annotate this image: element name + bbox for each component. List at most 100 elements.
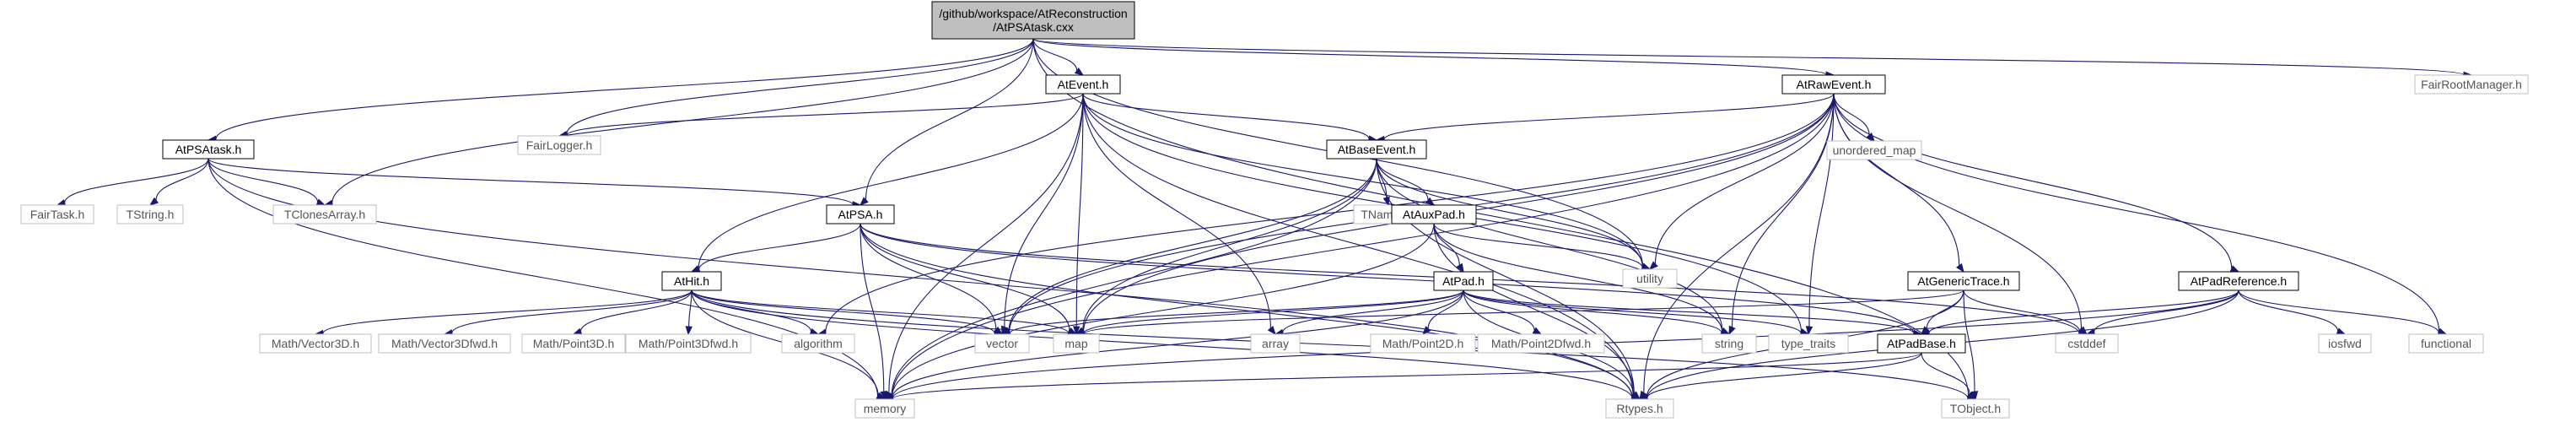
node-AtEvent[interactable]: AtEvent.h [1045, 74, 1121, 95]
edge-AtPSAtask-to-FairTask [56, 158, 209, 207]
node-label: AtEvent.h [1058, 78, 1109, 91]
node-box [272, 204, 377, 225]
node-type_traits: type_traits [1768, 333, 1849, 354]
node-box [661, 271, 722, 291]
node-functional: functional [2408, 333, 2484, 354]
node-AtPSA[interactable]: AtPSA.h [826, 204, 895, 225]
edge-AtEvent-to-map [1073, 93, 1084, 336]
node-label: TObject.h [1950, 402, 2001, 415]
node-label: AtPSAtask.h [175, 143, 242, 156]
node-label: Math/Vector3D.h [272, 337, 359, 350]
node-box [1045, 74, 1121, 95]
edge-root-to-FairLogger [558, 38, 1034, 138]
node-AtAuxPad[interactable]: AtAuxPad.h [1391, 204, 1477, 225]
edge-AtPadBase-to-TObject [1921, 352, 1977, 400]
edge-AtRawEvent-to-memory [883, 93, 1835, 401]
node-label: Rtypes.h [1616, 402, 1663, 415]
node-AtBaseEvent[interactable]: AtBaseEvent.h [1326, 139, 1427, 160]
node-AtPadReference[interactable]: AtPadReference.h [2178, 271, 2299, 291]
node-MathPoint3Dfwd: Math/Point3Dfwd.h [625, 333, 752, 354]
edge-AtPadReference-to-cstddef [2085, 289, 2239, 336]
edge-root-to-AtPSA [860, 38, 1034, 206]
edge-AtRawEvent-to-AtPadReference [1833, 93, 2240, 273]
edge-AtPadReference-to-iosfwd [2238, 289, 2347, 335]
node-label: TString.h [127, 208, 175, 221]
node-iosfwd: iosfwd [2318, 333, 2372, 354]
edge-AtEvent-to-vector [1001, 93, 1084, 336]
node-box [1768, 333, 1849, 354]
node-label: functional [2421, 337, 2471, 350]
node-TString: TString.h [116, 204, 184, 225]
edge-AtPad-to-AtPadBase [1463, 289, 1923, 338]
node-box [1781, 74, 1886, 95]
edge-AtRawEvent-to-AtGenericTrace [1833, 93, 1964, 273]
node-root[interactable]: /github/workspace/AtReconstruction/AtPSA… [931, 1, 1135, 40]
node-box [2178, 271, 2299, 291]
node-algorithm: algorithm [781, 333, 855, 354]
edge-AtEvent-to-memory [884, 93, 1084, 401]
node-label: AtGenericTrace.h [1917, 274, 2009, 288]
node-label: unordered_map [1833, 143, 1916, 157]
edge-AtHit-to-vector [691, 289, 1004, 337]
node-label: utility [1636, 272, 1663, 285]
edge-AtPad-to-MathPoint2Dfwd [1463, 289, 1543, 335]
node-box [625, 333, 752, 354]
node-FairTask: FairTask.h [20, 204, 94, 225]
node-label: Math/Point3D.h [533, 337, 615, 350]
graph-nodes: /github/workspace/AtReconstruction/AtPSA… [20, 1, 2529, 419]
node-box [931, 1, 1135, 40]
edge-root-to-TClonesArray [323, 38, 1034, 207]
node-box [1477, 333, 1605, 354]
node-box [2408, 333, 2484, 354]
node-AtPSAtask[interactable]: AtPSAtask.h [162, 139, 255, 160]
edge-AtEvent-to-array [1082, 93, 1276, 336]
edge-AtPSA-to-memory [860, 223, 887, 401]
node-utility: utility [1622, 268, 1678, 289]
edge-AtPSAtask-to-TClonesArray [207, 158, 326, 206]
node-label: FairLogger.h [526, 138, 593, 152]
node-AtRawEvent[interactable]: AtRawEvent.h [1781, 74, 1886, 95]
node-array: array [1250, 333, 1301, 354]
node-label: AtBaseEvent.h [1338, 143, 1416, 156]
node-AtHit[interactable]: AtHit.h [661, 271, 722, 291]
node-label: iosfwd [2328, 337, 2362, 350]
edge-AtRawEvent-to-string [1728, 93, 1835, 336]
edge-AtPad-to-string [1463, 289, 1731, 337]
edge-AtEvent-to-FairLogger [558, 93, 1084, 139]
node-box [1877, 333, 1966, 354]
edge-root-to-FairRootManager [1032, 38, 2473, 78]
node-memory: memory [854, 398, 915, 419]
node-box [1826, 140, 1922, 160]
edge-AtEvent-to-AtHit [690, 93, 1084, 273]
node-label: cstddef [2067, 337, 2105, 350]
edge-root-to-AtRawEvent [1032, 38, 1835, 78]
node-AtPadBase[interactable]: AtPadBase.h [1877, 333, 1966, 354]
node-AtGenericTrace[interactable]: AtGenericTrace.h [1907, 271, 2020, 291]
edge-AtPSA-to-AtHit [690, 223, 861, 273]
node-box [1701, 333, 1757, 354]
node-box [1370, 333, 1476, 354]
node-AtPad[interactable]: AtPad.h [1433, 271, 1494, 291]
node-label: array [1262, 337, 1289, 350]
node-MathPoint2D: Math/Point2D.h [1370, 333, 1476, 354]
node-label: AtPadBase.h [1887, 337, 1956, 350]
node-box [1391, 204, 1477, 225]
node-label: AtAuxPad.h [1403, 208, 1465, 221]
node-label: memory [864, 402, 907, 415]
node-box [1326, 139, 1427, 160]
node-vector: vector [974, 333, 1030, 354]
edge-AtPSAtask-to-AtPSA [207, 158, 862, 208]
node-unordered_map: unordered_map [1826, 140, 1922, 160]
edge-AtAuxPad-to-utility [1433, 223, 1652, 272]
node-TObject: TObject.h [1941, 398, 2010, 419]
edge-AtPadReference-to-functional [2238, 289, 2448, 337]
node-label: AtPSA.h [838, 208, 883, 221]
node-box [1622, 268, 1678, 289]
edge-AtPad-to-type_traits [1463, 289, 1810, 337]
node-label: algorithm [794, 337, 843, 350]
edge-AtAuxPad-to-memory [883, 223, 1435, 401]
edge-AtPad-to-MathPoint2D [1422, 289, 1464, 336]
node-label: /AtPSAtask.cxx [993, 20, 1074, 34]
node-label: Math/Point2D.h [1382, 337, 1464, 350]
edge-AtRawEvent-to-AtBaseEvent [1375, 93, 1835, 143]
